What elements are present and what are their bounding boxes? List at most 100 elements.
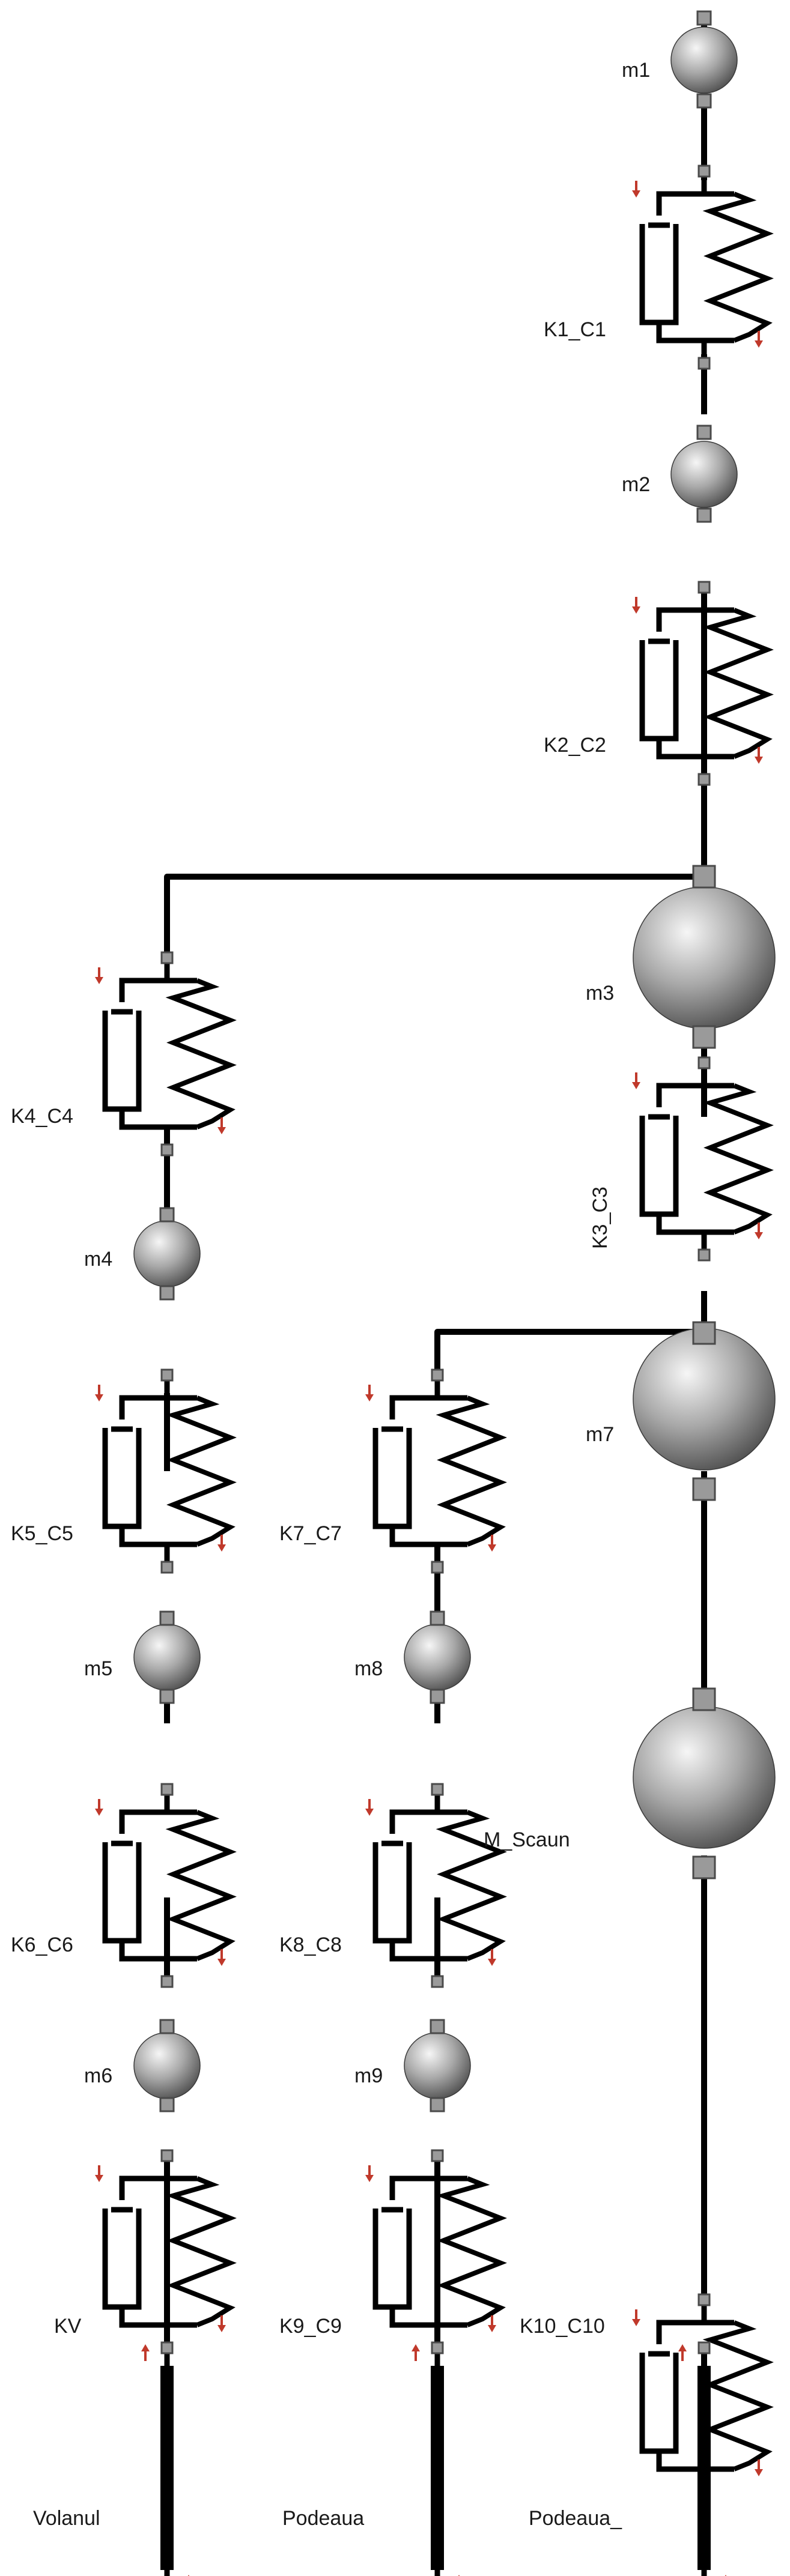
spring-coil [165, 1395, 237, 1547]
damper-cylinder [639, 224, 679, 325]
mass-sphere-icon [670, 26, 738, 94]
spring-coil [165, 1810, 237, 1961]
label-k7-c7: K7_C7 [279, 1522, 342, 1545]
spring-damper-kv [95, 2149, 237, 2354]
red-arrow-down-icon [632, 181, 640, 198]
damper-cylinder [639, 1116, 679, 1217]
damper-cylinder [639, 640, 679, 742]
damper-lower-rod [656, 1214, 704, 1235]
source-bar [431, 2366, 444, 2570]
red-arrow-up-icon [141, 2344, 150, 2361]
source-port-top [697, 2341, 711, 2354]
label-m2: m2 [622, 473, 650, 496]
damper-lower-rod [656, 2451, 704, 2472]
damper-lower-rod [389, 2307, 437, 2328]
mass-sphere-icon [633, 1328, 776, 1471]
mass-sphere-icon [404, 1624, 471, 1691]
components [95, 10, 776, 2576]
spring-coil [165, 2176, 237, 2327]
label-k3-c3: K3_C3 [589, 1187, 612, 1249]
spring-damper-port-bottom [697, 357, 711, 370]
mass-port-bottom [692, 1855, 716, 1879]
spring-coil [436, 2176, 507, 2327]
damper-upper-rod [389, 1395, 437, 1420]
label-kv: KV [54, 2315, 82, 2338]
red-arrow-down-icon [95, 1799, 103, 1816]
red-arrow-down-icon [217, 1535, 226, 1552]
mass-port-bottom [159, 1689, 175, 1704]
damper-cylinder [102, 1428, 142, 1529]
red-arrow-down-icon [95, 1385, 103, 1401]
red-arrow-down-icon [755, 1223, 763, 1239]
damper-upper-rod [656, 2320, 704, 2344]
mass-m1 [670, 10, 738, 109]
spring-damper-k2 [632, 581, 774, 786]
spring-damper-port-bottom [697, 773, 711, 786]
mass-port-bottom [692, 1477, 716, 1501]
label-k2-c2: K2_C2 [544, 734, 606, 757]
motion-source-volanul [141, 2341, 190, 2576]
damper-upper-rod [119, 978, 167, 1002]
spring-damper-k8 [365, 1783, 507, 1988]
spring-damper-k9 [365, 2149, 507, 2354]
component-labels: m1K1_C1m2K2_C2m3K3_C3m7M_ScaunK10_C10Pod… [11, 59, 650, 2530]
spring-coil [436, 1395, 507, 1547]
spring-damper-port-bottom [431, 1561, 444, 1574]
mass-m5 [133, 1610, 201, 1704]
mass-sphere-icon [670, 441, 738, 508]
label-k8-c8: K8_C8 [279, 1934, 342, 1956]
mass-port-bottom [430, 1689, 445, 1704]
red-arrow-up-icon [678, 2344, 687, 2361]
mass-m8 [404, 1610, 471, 1704]
mass-port-bottom [692, 1025, 716, 1049]
spring-coil [702, 192, 774, 343]
mass-sphere-icon [133, 1220, 201, 1287]
spring-damper-port-top [160, 1783, 174, 1796]
mass-port-top [430, 1610, 445, 1626]
red-arrow-down-icon [488, 1949, 496, 1966]
spring-damper-k3 [632, 1056, 774, 1262]
mass-sphere-icon [133, 2032, 201, 2099]
label-m4: m4 [84, 1248, 112, 1271]
label-volanul: Volanul [33, 2507, 100, 2530]
red-arrow-down-icon [217, 1949, 226, 1966]
damper-upper-rod [389, 2175, 437, 2200]
spring-damper-k5 [95, 1368, 237, 1574]
damper-lower-rod [119, 1526, 167, 1547]
mass-port-top [696, 10, 712, 26]
spring-damper-port-bottom [160, 1561, 174, 1574]
label-k4-c4: K4_C4 [11, 1105, 73, 1128]
damper-upper-rod [656, 191, 704, 216]
damper-upper-rod [119, 2175, 167, 2200]
red-arrow-down-icon [365, 2165, 374, 2182]
spring-damper-k4 [95, 951, 237, 1156]
spring-damper-k7 [365, 1368, 507, 1574]
mass-m9 [404, 2019, 471, 2112]
red-arrow-down-icon [95, 2165, 103, 2182]
spring-damper-port-top [697, 581, 711, 594]
red-arrow-down-icon [95, 967, 103, 984]
mass-m3 [633, 865, 776, 1049]
spring-damper-port-top [431, 2149, 444, 2162]
red-arrow-down-icon [365, 1799, 374, 1816]
red-arrow-up-icon [412, 2344, 420, 2361]
red-arrow-down-icon [217, 1117, 226, 1134]
spring-damper-port-top [431, 1783, 444, 1796]
label-m-scaun: M_Scaun [484, 1828, 570, 1851]
mass-port-bottom [696, 93, 712, 109]
mass-m7 [633, 1321, 776, 1501]
red-arrow-down-icon [755, 2460, 763, 2476]
label-m7: m7 [586, 1423, 614, 1446]
red-arrow-down-icon [488, 2315, 496, 2332]
spring-damper-port-top [160, 1368, 174, 1382]
spring-damper-port-top [697, 165, 711, 178]
label-m8: m8 [354, 1657, 383, 1680]
mass-sphere-icon [404, 2032, 471, 2099]
damper-cylinder [372, 2209, 412, 2310]
motion-source-podeaua2 [678, 2341, 727, 2576]
damper-upper-rod [389, 1809, 437, 1834]
spring-damper-port-top [160, 2149, 174, 2162]
mass-port-top [159, 1610, 175, 1626]
mass-port-top [159, 1207, 175, 1223]
